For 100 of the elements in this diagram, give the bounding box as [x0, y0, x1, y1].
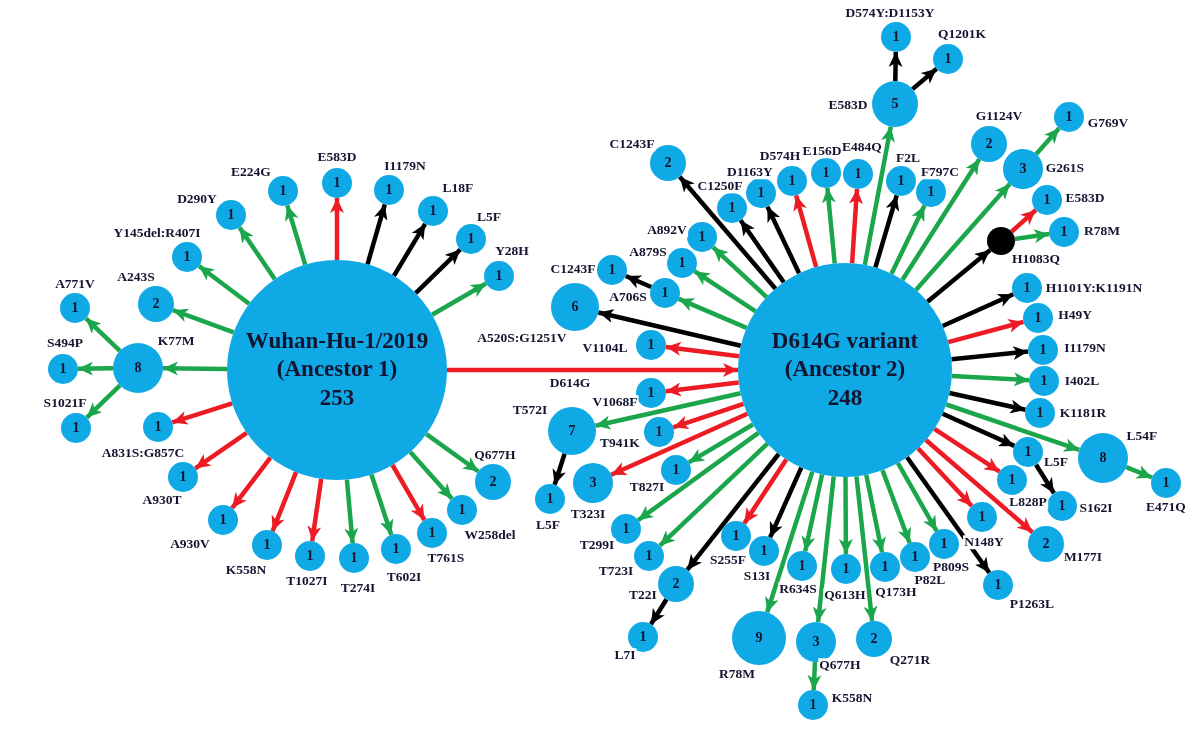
arrow — [408, 450, 454, 501]
arrow — [951, 346, 1029, 362]
arrow — [911, 67, 939, 91]
haplotype-circle: 1 — [208, 505, 238, 535]
mutation-label: E156D — [801, 144, 843, 158]
arrow — [1034, 126, 1061, 156]
mutation-label: T1027I — [285, 574, 329, 588]
mutation-label: F2L — [895, 151, 921, 165]
haplotype-circle: 1 — [798, 690, 828, 720]
arrow — [194, 430, 248, 471]
arrow — [624, 273, 653, 290]
mutation-label: Q677H — [473, 448, 517, 462]
arrow — [594, 391, 742, 430]
mutation-label: A243S — [116, 270, 156, 284]
mutation-label: T761S — [426, 551, 466, 565]
haplotype-circle: 1 — [667, 248, 697, 278]
mutation-label: A930T — [141, 493, 183, 507]
arrow — [949, 390, 1026, 414]
haplotype-circle: 1 — [322, 168, 352, 198]
haplotype-circle: 1 — [1047, 491, 1077, 521]
arrow — [344, 479, 359, 544]
mutation-label: T602I — [385, 570, 423, 584]
arrow — [924, 438, 1034, 534]
mutation-label: D290Y — [176, 192, 218, 206]
haplotype-circle: 1 — [268, 176, 298, 206]
mutation-label: P1263L — [1008, 597, 1056, 611]
arrow — [916, 446, 974, 508]
arrow — [768, 466, 804, 539]
arrow — [793, 194, 819, 268]
sequence-count: 253 — [319, 383, 355, 412]
haplotype-circle: 8 — [1078, 433, 1128, 483]
arrow — [330, 198, 344, 260]
haplotype-circle: 6 — [551, 283, 599, 331]
arrow — [687, 422, 755, 465]
mutation-label: T323I — [569, 507, 607, 521]
haplotype-circle: 1 — [535, 484, 565, 514]
arrow — [951, 372, 1030, 387]
arrow — [738, 219, 786, 284]
arrow — [447, 363, 738, 377]
haplotype-circle: 1 — [870, 552, 900, 582]
arrow — [900, 158, 982, 281]
mutation-label: N148Y — [963, 535, 1005, 549]
arrow — [162, 361, 228, 376]
haplotype-circle: 1 — [881, 22, 911, 52]
haplotype-circle: 1 — [61, 413, 91, 443]
mutation-label: Q1201K — [937, 27, 987, 41]
arrow — [914, 182, 1012, 292]
mutation-label: D1163Y — [726, 165, 774, 179]
mutation-label: V1104L — [581, 341, 629, 355]
arrow — [765, 205, 802, 275]
arrow — [693, 269, 757, 314]
arrow — [665, 380, 739, 397]
arrow — [678, 175, 778, 291]
arrow — [685, 452, 781, 572]
haplotype-circle: 1 — [1012, 273, 1042, 303]
arrow — [947, 319, 1025, 345]
haplotype-circle: 1 — [916, 177, 946, 207]
arrow — [171, 401, 233, 425]
mutation-label: S494P — [46, 336, 84, 350]
haplotype-circle: 1 — [983, 570, 1013, 600]
mutation-label: I402L — [1063, 374, 1101, 388]
arrow — [742, 458, 789, 525]
haplotype-circle: 1 — [295, 541, 325, 571]
arrow — [765, 471, 815, 613]
arrow — [307, 478, 324, 542]
haplotype-circle: 1 — [933, 44, 963, 74]
haplotype-circle: 5 — [872, 81, 918, 127]
arrow — [821, 187, 837, 264]
haplotype-circle: 1 — [634, 541, 664, 571]
arrow — [284, 204, 308, 266]
mutation-label: H1083Q — [1011, 252, 1061, 266]
mutation-label: Q271R — [888, 653, 932, 667]
arrow — [812, 476, 836, 623]
mutation-label: L7I — [613, 648, 637, 662]
mutation-label: T299I — [578, 538, 616, 552]
haplotype-circle: 1 — [1028, 335, 1058, 365]
arrow — [390, 463, 427, 522]
mutation-label: R78M — [1083, 224, 1121, 238]
mutation-label: E583D — [316, 150, 358, 164]
mutation-label: E583D — [827, 98, 869, 112]
haplotype-circle: 2 — [856, 621, 892, 657]
arrow — [941, 411, 1016, 448]
mutation-label: S1021F — [42, 396, 88, 410]
mutation-label: D574H — [758, 149, 802, 163]
mutation-label: T274I — [339, 581, 377, 595]
mutation-label: P809S — [932, 560, 970, 574]
arrow — [84, 316, 122, 353]
haplotype-circle: 3 — [796, 622, 836, 662]
haplotype-circle: 2 — [658, 566, 694, 602]
haplotype-circle: 2 — [475, 464, 511, 500]
arrow — [873, 194, 900, 269]
arrow — [172, 308, 235, 335]
haplotype-circle: 1 — [749, 536, 779, 566]
mutation-label: R634S — [778, 582, 818, 596]
mutation-label: Q677H — [818, 658, 862, 672]
haplotype-circle: 1 — [687, 222, 717, 252]
arrow — [230, 456, 273, 510]
haplotype-circle: 1 — [60, 293, 90, 323]
haplotype-circle: 1 — [717, 193, 747, 223]
haplotype-circle: 1 — [1013, 437, 1043, 467]
